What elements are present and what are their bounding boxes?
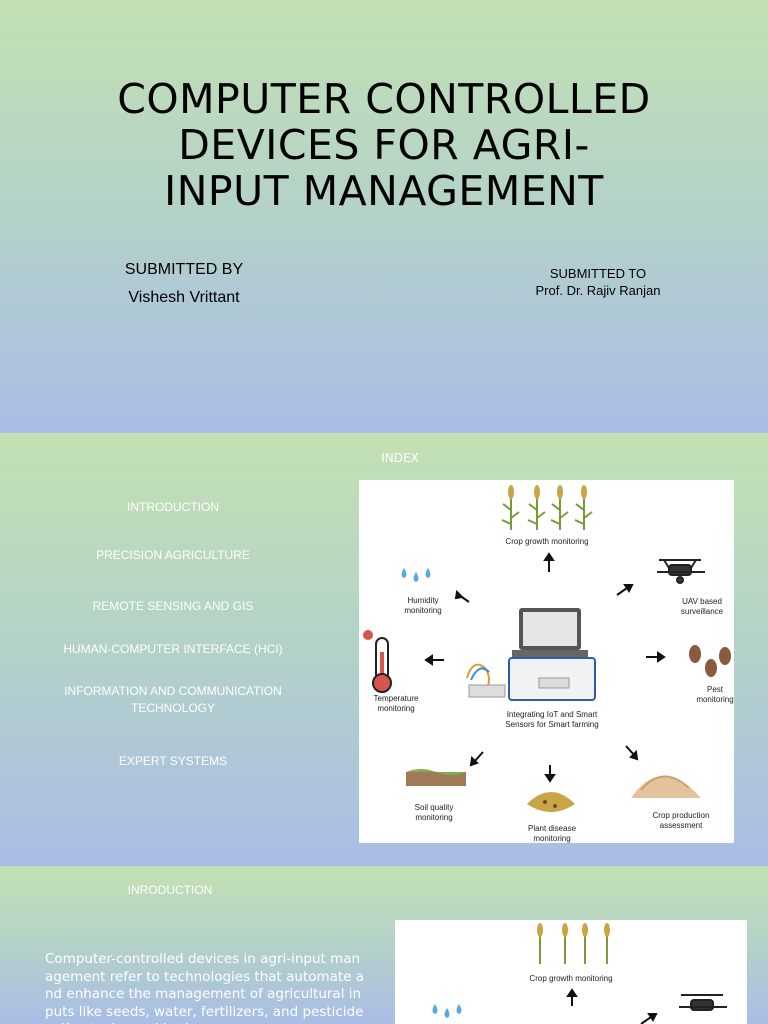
introduction-slide: INRODUCTION Computer-controlled devices …: [0, 866, 768, 1024]
index-title: INDEX: [381, 451, 419, 465]
crop-plants-icon: [537, 923, 610, 964]
label-center-2: Sensors for Smart farming: [505, 720, 598, 729]
grain-pile-icon: [631, 775, 701, 798]
presentation-title: COMPUTER CONTROLLED DEVICES FOR AGRI- IN…: [0, 76, 768, 214]
water-drops-icon: [432, 1004, 462, 1018]
title-slide: COMPUTER CONTROLLED DEVICES FOR AGRI- IN…: [0, 0, 768, 433]
thermometer-icon: [363, 630, 392, 693]
index-item-hci: HUMAN-COMPUTER INTERFACE (HCI): [63, 642, 283, 656]
label-soil-1: Soil quality: [415, 803, 454, 812]
title-line-2: DEVICES FOR AGRI-: [178, 121, 590, 169]
label-uav-1: UAV based: [682, 597, 722, 606]
index-item-ict: INFORMATION AND COMMUNICATION TECHNOLOGY: [64, 684, 282, 715]
pest-bugs-icon: [689, 645, 731, 677]
water-drops-icon: [401, 568, 431, 582]
label-plant-1: Plant disease: [528, 824, 577, 833]
arrow-icon: [566, 988, 658, 1024]
drone-icon: [657, 559, 705, 584]
label-soil-2: monitoring: [415, 813, 452, 822]
label-pest-1: Pest: [707, 685, 724, 694]
drone-icon: [679, 994, 727, 1011]
submitted-to-label: SUBMITTED TO: [549, 266, 647, 281]
label-crop-growth-preview: Crop growth monitoring: [529, 974, 612, 983]
submitted-to-block: SUBMITTED TO Prof. Dr. Rajiv Ranjan: [498, 265, 698, 299]
index-item-precision-agriculture: PRECISION AGRICULTURE: [96, 548, 250, 562]
title-line-1: COMPUTER CONTROLLED: [117, 75, 651, 123]
diseased-leaf-icon: [527, 792, 575, 812]
index-item-remote-sensing: REMOTE SENSING AND GIS: [92, 599, 254, 613]
label-crop-prod-1: Crop production: [653, 811, 710, 820]
iot-smart-farming-figure: Crop growth monitoring Humidity monitori…: [359, 480, 734, 843]
introduction-title: INRODUCTION: [127, 883, 213, 897]
label-crop-prod-2: assessment: [660, 821, 703, 830]
iot-figure-preview: Crop growth monitoring: [395, 920, 747, 1024]
introduction-body: Computer-controlled devices in agri-inpu…: [45, 951, 365, 1024]
iot-figure-svg: Crop growth monitoring Humidity monitori…: [363, 485, 734, 843]
index-item-expert-systems: EXPERT SYSTEMS: [118, 754, 228, 768]
label-crop-growth: Crop growth monitoring: [505, 537, 588, 546]
label-pest-2: monitoring: [696, 695, 733, 704]
label-plant-2: monitoring: [533, 834, 570, 843]
label-temperature-1: Temperature: [374, 694, 419, 703]
crop-plants-icon: [501, 485, 593, 530]
submitted-to-name: Prof. Dr. Rajiv Ranjan: [535, 283, 661, 298]
label-center-1: Integrating IoT and Smart: [507, 710, 598, 719]
submitted-by-label: SUBMITTED BY: [124, 261, 244, 278]
submitted-by-block: SUBMITTED BY Vishesh Vrittant: [84, 256, 284, 312]
submitted-by-name: Vishesh Vrittant: [128, 289, 240, 306]
label-humidity-2: monitoring: [404, 606, 441, 615]
label-humidity-1: Humidity: [407, 596, 438, 605]
title-line-3: INPUT MANAGEMENT: [164, 167, 604, 215]
laptop-device-icon: [466, 608, 596, 701]
arrow-icons: [424, 552, 666, 783]
iot-figure-preview-svg: Crop growth monitoring: [432, 923, 727, 1024]
index-slide: INDEX INTRODUCTION PRECISION AGRICULTURE…: [0, 433, 768, 866]
label-temperature-2: monitoring: [377, 704, 414, 713]
label-uav-2: surveillance: [681, 607, 724, 616]
soil-layer-icon: [406, 769, 466, 786]
index-item-introduction: INTRODUCTION: [127, 500, 219, 514]
